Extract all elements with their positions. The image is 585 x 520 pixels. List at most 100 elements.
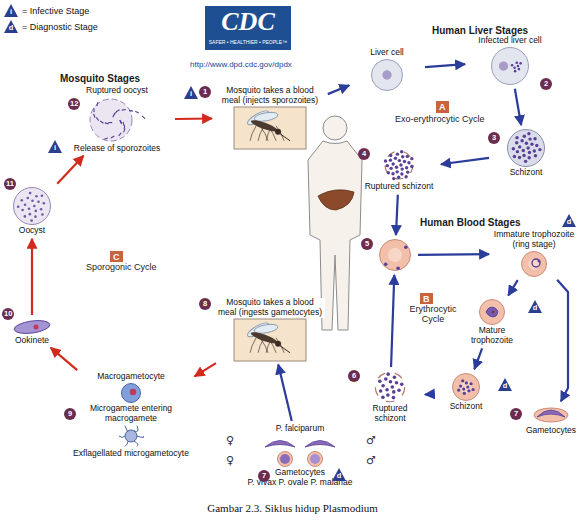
stage-picture — [519, 250, 549, 278]
figure-caption: Gambar 2.3. Siklus hidup Plasmodium — [0, 502, 585, 514]
red-blood-cell — [480, 300, 505, 325]
merozoite-dot — [384, 263, 388, 267]
merozoite-dot — [410, 157, 413, 160]
stage-node: Infected liver cell2 — [468, 36, 552, 86]
cycle-arrow — [441, 158, 489, 164]
sporozoite — [93, 108, 94, 112]
merozoite-dot — [396, 266, 400, 270]
stage-label: Microgamete entering macrogamete — [70, 404, 192, 424]
section-heading: Mosquito Stages — [60, 68, 140, 86]
macrogametocyte-cell — [122, 383, 141, 402]
stage-node: Schizont3 — [492, 128, 560, 178]
merozoite-dot — [513, 155, 516, 158]
cell-body — [372, 59, 403, 90]
red-cell-center — [388, 248, 402, 262]
human-head — [323, 116, 347, 140]
merozoite-dot — [526, 146, 529, 149]
stage-picture — [245, 434, 355, 468]
cycle-arrow — [195, 363, 216, 376]
cycle-arrow — [418, 253, 489, 256]
merozoite-dot — [401, 155, 404, 158]
cdc-logo — [205, 6, 291, 50]
cycle-arrow — [175, 117, 212, 120]
cycle-name: Erythrocytic Cycle — [404, 304, 462, 325]
diagnostic-marker: d — [4, 20, 18, 33]
merozoite-dot — [525, 142, 528, 145]
stage-label: Liver cell — [369, 48, 405, 58]
sporozoite — [124, 125, 126, 129]
merozoite-dot — [386, 393, 390, 397]
red-blood-cell — [278, 451, 293, 466]
mosquito-proboscis — [280, 345, 290, 352]
merozoite-dot — [31, 199, 34, 202]
merozoite-dot — [516, 150, 519, 153]
section-heading: Human Liver Stages — [432, 20, 528, 38]
merozoite-dot — [518, 68, 521, 71]
merozoite-dot — [457, 388, 460, 391]
logo-tagline: SAFER • HEALTHIER • PEOPLE™ — [205, 38, 291, 46]
stage-label: Mosquito takes a blood meal (ingests gam… — [215, 298, 325, 318]
crescent-gametocyte — [265, 440, 295, 447]
sporozoite — [114, 111, 117, 114]
diagnostic-marker: d — [498, 378, 512, 391]
sex-symbol: ♀ — [226, 434, 234, 447]
sporozoite — [97, 102, 98, 106]
stage-label: Exflagellated microgametocyte — [72, 449, 190, 459]
legend-row: = Infective Stage — [22, 3, 98, 19]
microgamete-flagellum — [134, 426, 138, 432]
sporozoite — [96, 117, 98, 120]
mosquito-body — [250, 330, 279, 346]
membrane-fragment — [375, 387, 378, 395]
diagnostic-marker: d — [528, 300, 542, 313]
merozoite-dot — [392, 390, 396, 394]
diagnostic-marker: d — [332, 468, 346, 481]
legend-row: = Diagnostic Stage — [22, 19, 98, 35]
merozoite-dot — [387, 171, 390, 174]
merozoite-dot — [524, 160, 527, 163]
merozoite-dot — [384, 159, 387, 162]
sporozoite — [111, 136, 114, 138]
cycle-arrow — [57, 156, 83, 184]
stage-picture — [488, 46, 532, 86]
merozoite-dot — [538, 148, 541, 151]
marker-triangle-shape — [4, 20, 18, 33]
merozoite-dot — [534, 154, 537, 157]
sex-symbol: ♀ — [226, 454, 234, 467]
stage-label: Schizont — [449, 402, 484, 412]
stage-label: Gametocytes — [525, 426, 577, 436]
microgamete-flagellum — [137, 436, 144, 438]
cycle-arrow — [474, 348, 482, 369]
mosquito-proboscis — [280, 133, 290, 140]
sporozoite — [129, 110, 133, 112]
red-blood-cell — [308, 451, 323, 466]
marker-triangle-shape — [48, 140, 62, 153]
merozoite-dot — [400, 150, 403, 153]
cycle-letter: A — [436, 96, 449, 114]
merozoite-dot — [17, 205, 20, 208]
round-gametocyte — [280, 454, 290, 464]
merozoite-dot — [518, 145, 521, 148]
merozoite-dot — [520, 139, 523, 142]
merozoite-dot — [404, 175, 407, 178]
ring-chromatin — [538, 259, 541, 262]
red-cell-center — [460, 381, 472, 393]
stage-picture — [85, 96, 149, 144]
merozoite-dot — [403, 160, 406, 163]
mosquito-leg — [250, 125, 256, 140]
merozoite-dot — [34, 210, 37, 213]
section-heading: Human Blood Stages — [420, 217, 521, 228]
callout-number: 10 — [2, 308, 14, 320]
red-cell-center — [486, 306, 497, 317]
merozoite-dot — [410, 165, 413, 168]
merozoite-dot — [381, 396, 385, 400]
cycle-arrow — [31, 239, 33, 315]
cycle-name: Exo-erythrocytic Cycle — [395, 114, 485, 124]
red-blood-cell — [453, 374, 480, 401]
merozoite-dot — [378, 379, 382, 383]
stage-node: Ruptured schizont4 — [360, 148, 438, 192]
merozoite-dot — [404, 245, 408, 249]
merozoite-dot — [465, 381, 468, 384]
cycle-arrow — [425, 393, 435, 396]
legend-text: = Diagnostic Stage — [22, 22, 98, 32]
marker-triangle-shape — [184, 86, 198, 99]
